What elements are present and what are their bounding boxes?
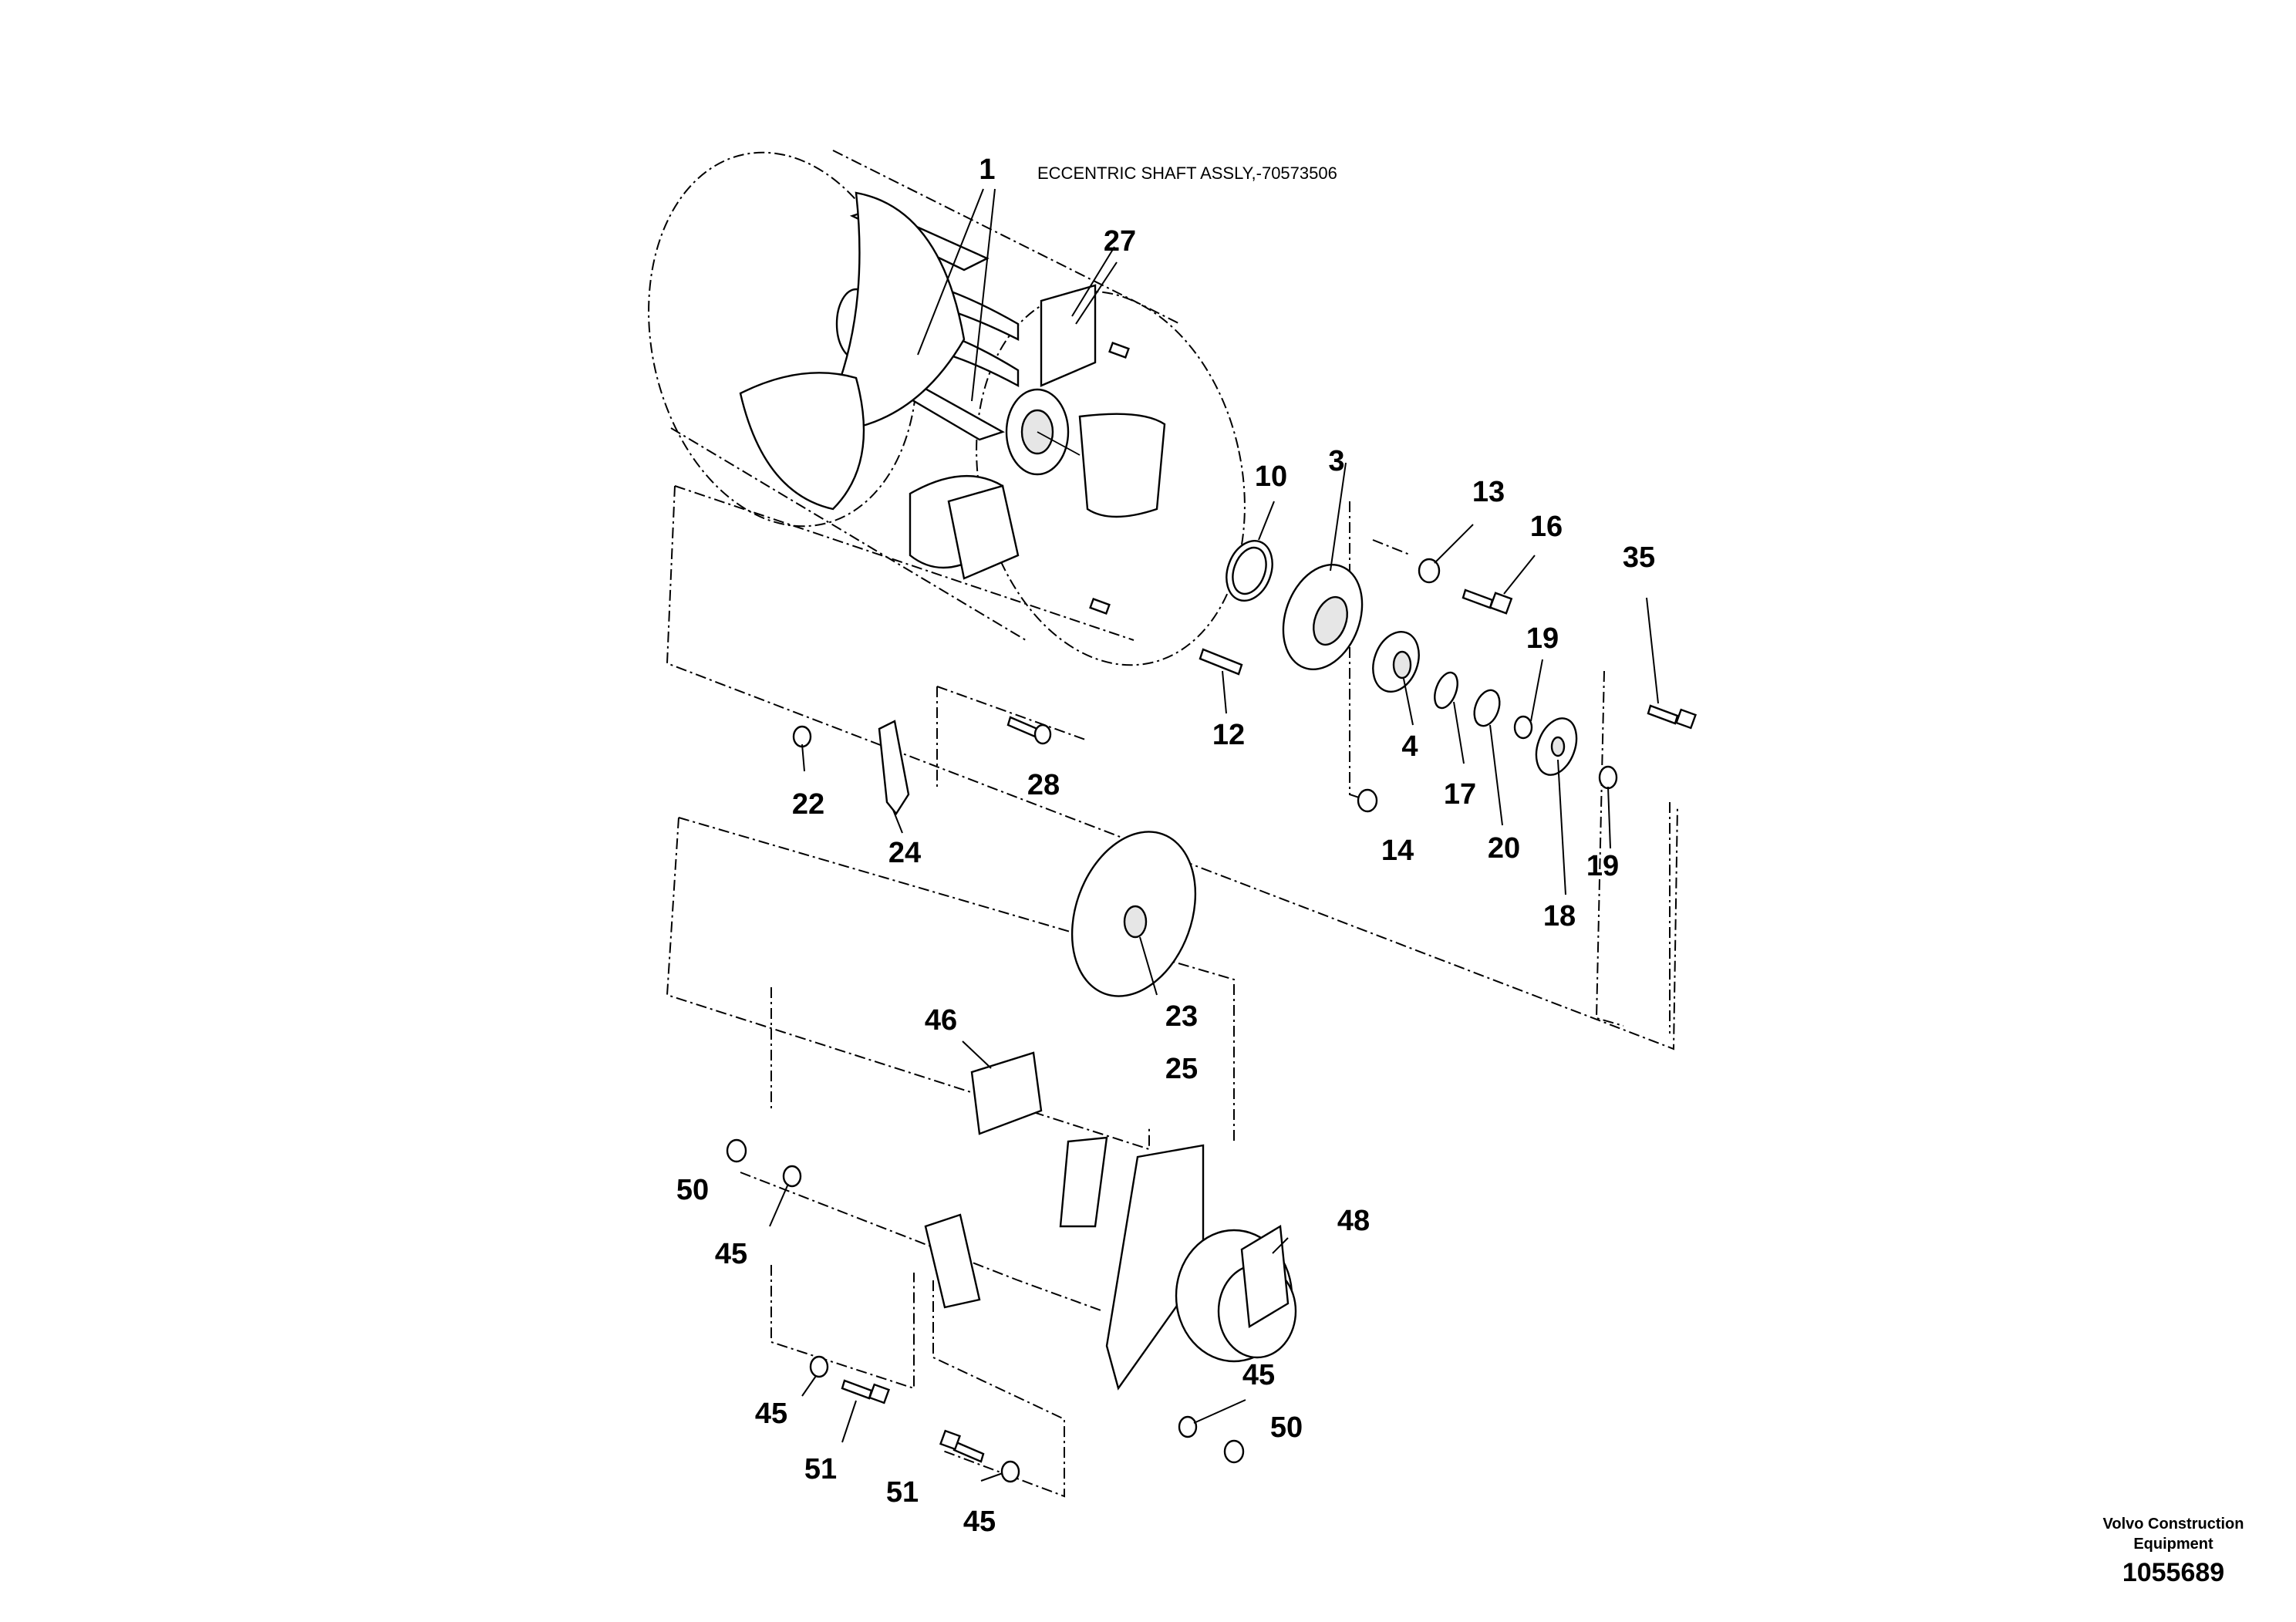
part-label: 51 <box>804 1453 837 1485</box>
part-label: 28 <box>1027 769 1060 801</box>
part-label: 17 <box>1444 778 1476 811</box>
part-labels: 1 27 10 3 13 16 35 19 12 4 17 20 18 19 1… <box>676 153 1655 1538</box>
part-label: 35 <box>1623 541 1655 574</box>
part-label: 46 <box>925 1004 957 1037</box>
part-label: 16 <box>1530 511 1563 543</box>
brand-line-1: Volvo Construction <box>2103 1516 2244 1533</box>
part-label: 1 <box>979 153 995 186</box>
part-label: 13 <box>1472 476 1505 508</box>
part-label: 19 <box>1526 622 1559 655</box>
brand-line-2: Equipment <box>2133 1536 2213 1553</box>
part-label: 45 <box>963 1506 996 1538</box>
part-label: 51 <box>886 1476 919 1509</box>
part-label: 48 <box>1337 1205 1370 1237</box>
part-label: 14 <box>1381 835 1414 867</box>
hub-parts <box>1199 540 1698 813</box>
part-label: 20 <box>1488 832 1520 865</box>
part-label: 19 <box>1586 850 1619 882</box>
part-label: 45 <box>1242 1359 1275 1391</box>
eccentric-shaft-assembly <box>739 191 1166 615</box>
part-label: 18 <box>1543 900 1576 932</box>
part-label: 24 <box>888 837 921 869</box>
part-label: 23 <box>1165 1000 1198 1033</box>
leader-lines <box>769 261 1659 1482</box>
part-label: 22 <box>792 788 824 821</box>
center-parts <box>726 716 1297 1483</box>
part-label: 4 <box>1401 730 1418 763</box>
part-label: 25 <box>1165 1053 1198 1085</box>
part-label: 27 <box>1104 225 1136 258</box>
part-label: 12 <box>1212 719 1245 751</box>
part-label: 50 <box>676 1174 709 1206</box>
drawing-number: 1055689 <box>2122 1558 2224 1587</box>
part-label: 45 <box>755 1398 787 1430</box>
part-label: 50 <box>1270 1411 1303 1444</box>
eccentric-shaft-note: ECCENTRIC SHAFT ASSLY,-70573506 <box>1037 164 1337 183</box>
part-label: 10 <box>1255 460 1287 493</box>
part-label: 3 <box>1328 445 1344 477</box>
footer: Volvo Construction Equipment 1055689 <box>2103 1516 2244 1587</box>
part-label: 45 <box>715 1238 747 1270</box>
assembly-frames <box>666 485 1678 1498</box>
